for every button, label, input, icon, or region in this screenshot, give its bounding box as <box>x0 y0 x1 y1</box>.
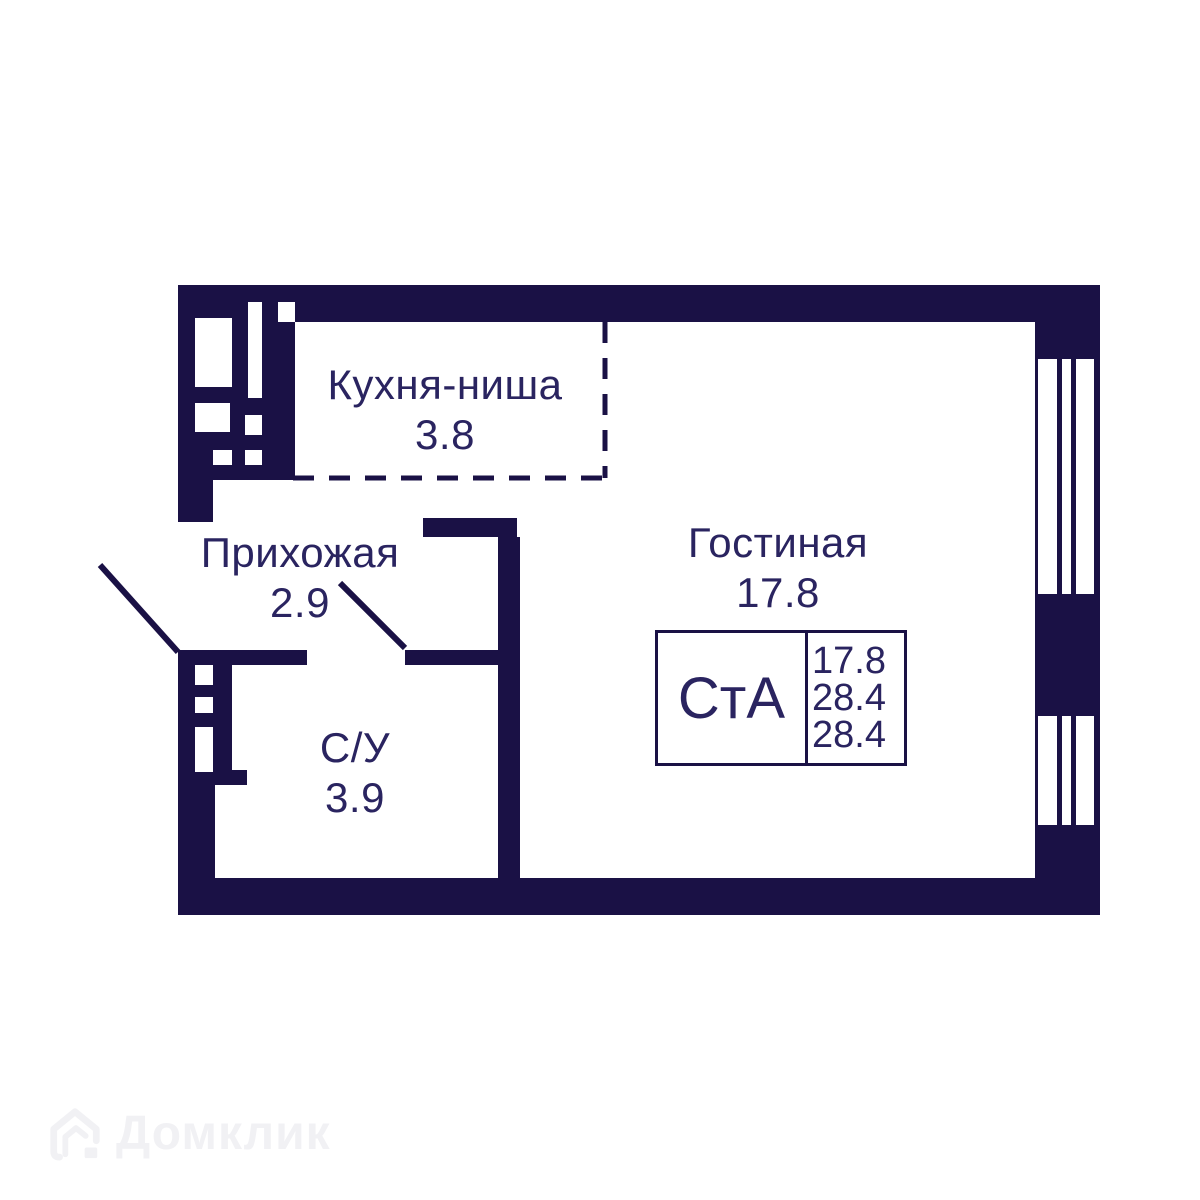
wall-partition-stub <box>423 518 517 537</box>
watermark-brand: Домклик <box>116 1106 331 1160</box>
room-label-living: Гостиная 17.8 <box>628 518 928 618</box>
shaft-opening <box>278 302 295 322</box>
shaft-foot <box>232 770 247 785</box>
area-full: 28.4 <box>812 713 886 756</box>
shaft-opening <box>245 415 262 435</box>
window-frame-line <box>1071 716 1076 825</box>
wall-top <box>178 285 1100 322</box>
shaft-opening <box>195 697 213 713</box>
shaft-opening <box>213 450 232 465</box>
room-label-hallway: Прихожая 2.9 <box>150 528 450 628</box>
wall-bathroom-west <box>178 785 215 878</box>
area-living: 17.8 <box>812 639 886 682</box>
apartment-areas: 17.8 28.4 28.4 <box>808 633 904 763</box>
window-frame-line <box>1071 359 1076 594</box>
room-name: Кухня-ниша <box>327 361 563 408</box>
room-area: 17.8 <box>736 569 820 616</box>
domclick-house-icon <box>50 1108 100 1161</box>
room-area: 3.8 <box>415 411 475 458</box>
shaft-opening <box>195 665 213 685</box>
window-lower <box>1035 713 1097 828</box>
wall-bottom <box>178 878 1098 915</box>
apartment-info-box: СтА 17.8 28.4 28.4 <box>655 630 907 766</box>
room-area: 3.9 <box>325 774 385 821</box>
wall-hallway-south <box>405 650 498 665</box>
room-label-kitchen: Кухня-ниша 3.8 <box>280 360 610 460</box>
room-area: 2.9 <box>270 579 330 626</box>
window-frame-line <box>1057 359 1062 594</box>
shaft-opening <box>245 450 262 465</box>
domclick-watermark: Домклик <box>46 1104 331 1162</box>
apartment-type: СтА <box>658 633 808 763</box>
shaft-opening <box>195 403 230 432</box>
room-name: С/У <box>319 724 391 771</box>
window-upper <box>1035 356 1097 597</box>
room-name: Гостиная <box>687 519 869 566</box>
shaft-opening <box>248 302 262 398</box>
wall-left-upper <box>178 480 213 522</box>
shaft-opening <box>195 727 213 772</box>
area-total: 28.4 <box>812 676 886 719</box>
shaft-opening <box>195 318 232 387</box>
window-frame-line <box>1057 716 1062 825</box>
room-name: Прихожая <box>200 529 400 576</box>
wall-partition-vertical <box>498 537 520 878</box>
room-label-bathroom: С/У 3.9 <box>255 723 455 823</box>
